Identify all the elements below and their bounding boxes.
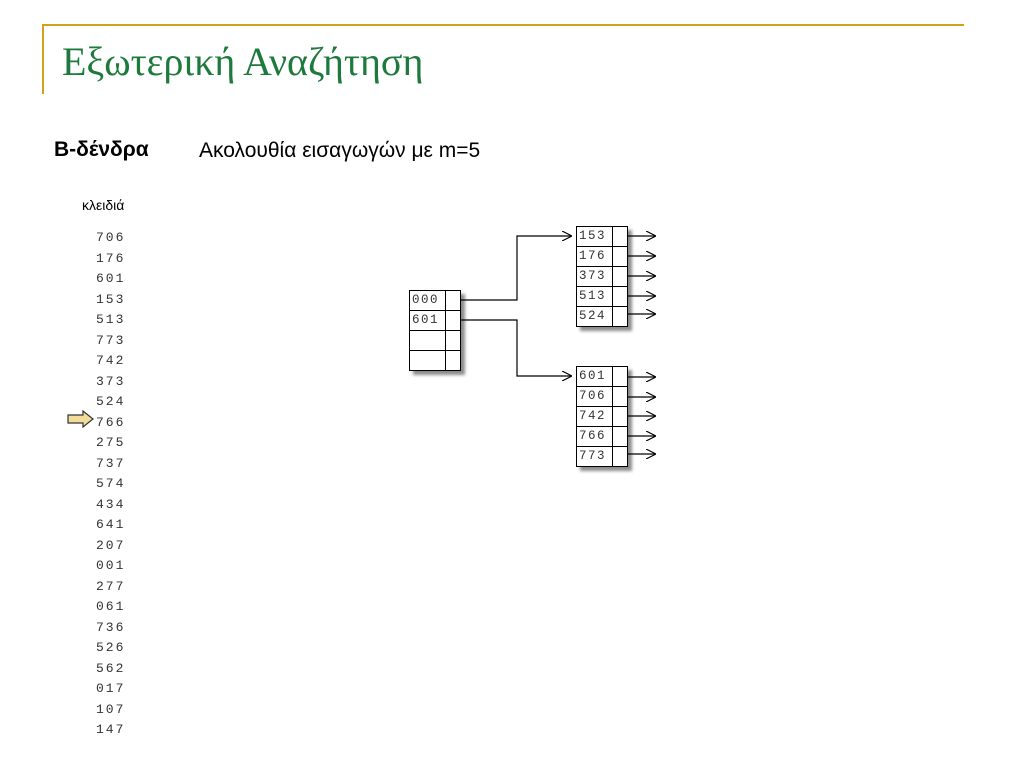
node-key: 601 [410, 311, 446, 330]
left-rule [42, 24, 44, 94]
node-entry: 773 [577, 447, 627, 466]
key-item: 277 [96, 578, 126, 594]
key-item: 742 [96, 353, 126, 368]
current-key-arrow-icon [67, 410, 94, 428]
node-entry: 601 [410, 311, 460, 331]
node-key: 742 [577, 407, 613, 426]
key-item: 207 [96, 537, 126, 553]
node-key: 773 [577, 447, 613, 466]
slide-subtitle: B-δένδρα [54, 138, 149, 161]
key-item: 706 [96, 230, 126, 245]
node-entry: 176 [577, 247, 627, 267]
key-item: 513 [96, 312, 126, 327]
top-rule [42, 24, 964, 26]
current-key: 766 [96, 414, 126, 430]
key-item: 017 [96, 681, 126, 696]
slide-title: Εξωτερική Αναζήτηση [62, 39, 424, 84]
node-entry: 000 [410, 291, 460, 311]
node-key: 706 [577, 387, 613, 406]
node-pointer-cell [613, 307, 627, 326]
key-item: 526 [96, 640, 126, 655]
node-pointer-cell [613, 267, 627, 286]
node-pointer-cell [613, 447, 627, 466]
node-pointer-cell [446, 331, 460, 350]
node-pointer-cell [613, 427, 627, 446]
node-entry: 524 [577, 307, 627, 326]
key-item: 601 [96, 271, 126, 286]
node-pointer-cell [446, 291, 460, 310]
node-pointer-cell [613, 287, 627, 306]
key-item: 107 [96, 701, 126, 717]
node-pointer-cell [613, 387, 627, 406]
node-key: 766 [577, 427, 613, 446]
key-item: 061 [96, 599, 126, 614]
node-pointer-cell [613, 367, 627, 386]
node-entry: 766 [577, 427, 627, 447]
node-pointer-cell [613, 407, 627, 426]
node-key: 000 [410, 291, 446, 310]
node-entry [410, 331, 460, 351]
node-entry: 706 [577, 387, 627, 407]
key-item: 574 [96, 476, 126, 491]
node-key: 153 [577, 227, 613, 246]
node-key: 373 [577, 267, 613, 286]
node-entry: 373 [577, 267, 627, 287]
root-to-leaf-b-link [452, 319, 571, 376]
key-item: 736 [96, 619, 126, 635]
key-item: 737 [96, 455, 126, 471]
key-item: 153 [96, 291, 126, 307]
node-entry: 742 [577, 407, 627, 427]
node-key: 601 [577, 367, 613, 386]
key-item: 641 [96, 517, 126, 532]
node-key [410, 331, 446, 350]
node-key: 513 [577, 287, 613, 306]
root-to-leaf-a-link [452, 236, 571, 301]
keys-header: κλειδιά [82, 197, 125, 213]
key-item: 275 [96, 435, 126, 450]
node-entry [410, 351, 460, 370]
key-item: 524 [96, 394, 126, 409]
key-list: 706 176 601 153 513 773 742 373 524 766 275 737 574 4… [96, 228, 125, 741]
node-key [410, 351, 446, 370]
key-item: 373 [96, 373, 126, 389]
sequence-caption: Ακολουθία εισαγωγών με m=5 [199, 139, 481, 162]
node-entry: 601 [577, 367, 627, 387]
node-entry: 513 [577, 287, 627, 307]
key-item: 773 [96, 332, 126, 348]
node-entry: 153 [577, 227, 627, 247]
key-item: 176 [96, 250, 126, 266]
node-pointer-cell [446, 351, 460, 370]
key-item: 562 [96, 660, 126, 676]
key-item: 147 [96, 722, 126, 737]
node-pointer-cell [613, 247, 627, 266]
key-item: 001 [96, 558, 126, 573]
node-key: 176 [577, 247, 613, 266]
key-item: 434 [96, 496, 126, 512]
node-pointer-cell [446, 311, 460, 330]
node-pointer-cell [613, 227, 627, 246]
node-key: 524 [577, 307, 613, 326]
